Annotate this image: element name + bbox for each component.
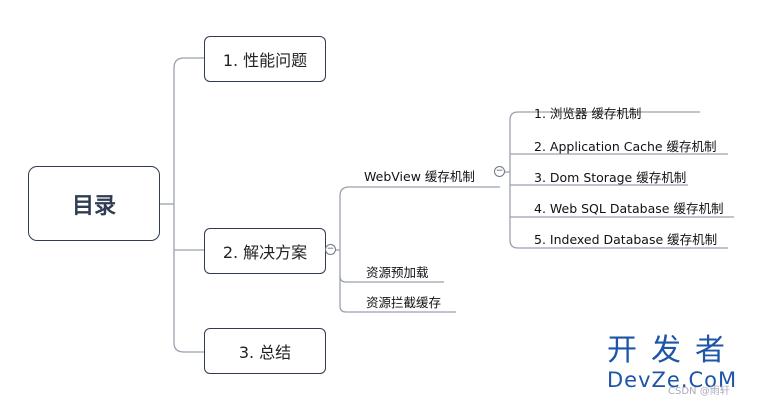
- watermark: 开发者 DevZe.CoM CSDN @雨轩: [607, 333, 755, 398]
- connector-item-1: [509, 111, 700, 121]
- collapse-solution-icon[interactable]: −: [325, 244, 336, 255]
- connector-intercept: [339, 276, 456, 313]
- branch-summary[interactable]: 3. 总结: [204, 328, 326, 374]
- webview-item[interactable]: 1. 浏览器 缓存机制: [534, 106, 642, 121]
- branch-performance[interactable]: 1. 性能问题: [204, 36, 326, 82]
- collapse-webview-icon[interactable]: −: [494, 166, 505, 177]
- branch-label: 2. 解决方案: [222, 243, 308, 262]
- watermark-sub: CSDN @雨轩: [668, 386, 730, 397]
- webview-item[interactable]: 3. Dom Storage 缓存机制: [534, 170, 687, 185]
- webview-item[interactable]: 2. Application Cache 缓存机制: [534, 139, 717, 154]
- branch-label: 1. 性能问题: [222, 51, 308, 70]
- webview-item[interactable]: 5. Indexed Database 缓存机制: [534, 232, 718, 247]
- root-label: 目录: [71, 193, 116, 219]
- connector-trunk: [173, 57, 204, 353]
- intercept-node[interactable]: 资源拦截缓存: [366, 295, 442, 310]
- branch-label: 3. 总结: [238, 343, 292, 362]
- branch-solution[interactable]: 2. 解决方案: [204, 228, 326, 274]
- preload-node[interactable]: 资源预加载: [366, 265, 429, 280]
- connector-items-trunk: [509, 120, 728, 249]
- root-node[interactable]: 目录: [28, 166, 160, 241]
- webview-item[interactable]: 4. Web SQL Database 缓存机制: [534, 201, 724, 216]
- watermark-top: 开发者: [607, 333, 739, 368]
- watermark-bottom: DevZe.CoM: [607, 368, 738, 392]
- connector-webview: [339, 186, 500, 250]
- webview-cache-node[interactable]: WebView 缓存机制: [364, 169, 475, 184]
